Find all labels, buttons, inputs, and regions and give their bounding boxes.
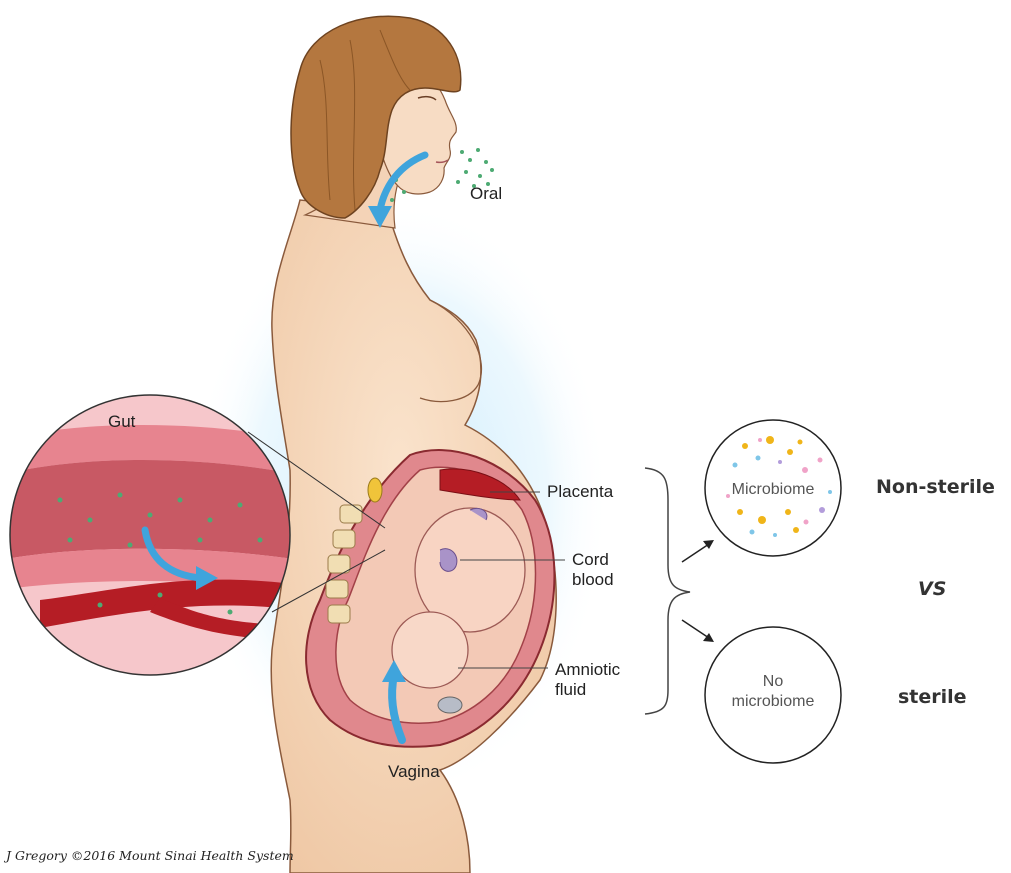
verdict-sterile: sterile <box>898 686 967 708</box>
versus-label: VS <box>918 578 946 600</box>
kidney <box>368 478 382 502</box>
fetus-head <box>392 612 468 688</box>
label-vagina: Vagina <box>388 762 440 782</box>
label-gut: Gut <box>108 412 135 432</box>
label-cord-line2: blood <box>572 570 614 590</box>
no-microbiome-text: No microbiome <box>713 672 833 712</box>
credit-line: J Gregory ©2016 Mount Sinai Health Syste… <box>6 848 294 863</box>
bracket-icon <box>645 468 690 714</box>
microbiome-text: Microbiome <box>713 480 833 500</box>
label-cord-line1: Cord <box>572 550 614 570</box>
label-amniotic-fluid: Amniotic fluid <box>555 660 620 700</box>
label-oral: Oral <box>470 184 502 204</box>
label-placenta: Placenta <box>547 482 613 502</box>
label-amniotic-line1: Amniotic <box>555 660 620 680</box>
bladder <box>438 697 462 713</box>
no-microbiome-line1: No <box>713 672 833 692</box>
label-cord-blood: Cord blood <box>572 550 614 590</box>
label-amniotic-line2: fluid <box>555 680 620 700</box>
verdict-non-sterile: Non-sterile <box>876 476 995 498</box>
no-microbiome-line2: microbiome <box>713 692 833 712</box>
